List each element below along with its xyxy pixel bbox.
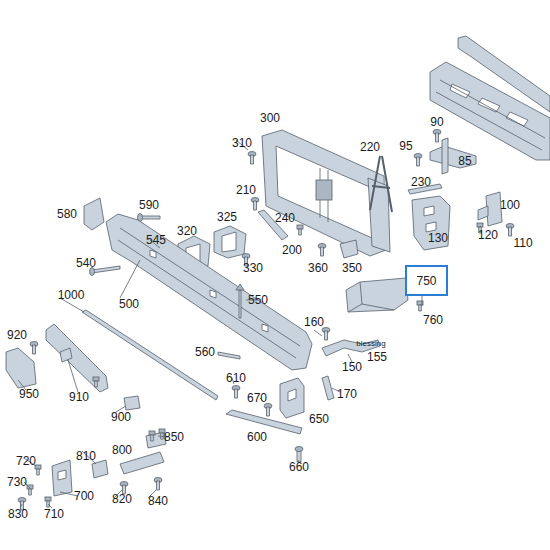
callout-number: 220 — [360, 141, 380, 154]
callout-number: 660 — [289, 461, 309, 474]
callout-number: 550 — [248, 294, 268, 307]
callout-number: 200 — [282, 244, 302, 257]
callout-number: 850 — [164, 431, 184, 444]
callout-number: 600 — [247, 431, 267, 444]
callout-number: 130 — [428, 232, 448, 245]
callout-number: 590 — [139, 199, 159, 212]
callout-number: 750 — [416, 274, 436, 288]
callout-number: 360 — [308, 262, 328, 275]
callout-number: 610 — [226, 372, 246, 385]
callout-number: 1000 — [58, 289, 85, 302]
callout-number: 710 — [44, 508, 64, 521]
callout-number: 545 — [146, 234, 166, 247]
callout-number: 950 — [19, 388, 39, 401]
callout-number: 100 — [500, 199, 520, 212]
callout-number: 500 — [119, 298, 139, 311]
callout-number: 300 — [260, 112, 280, 125]
callout-number: 240 — [275, 212, 295, 225]
callout-number: 210 — [236, 184, 256, 197]
callout-number: 830 — [8, 508, 28, 521]
callout-number: 820 — [112, 493, 132, 506]
callout-number: 155 — [367, 351, 387, 364]
callout-number: 350 — [342, 262, 362, 275]
callout-number: 85 — [458, 155, 471, 168]
callout-number: 560 — [195, 346, 215, 359]
callout-number: 150 — [342, 361, 362, 374]
callout-number: 760 — [423, 314, 443, 327]
callout-number: 700 — [74, 490, 94, 503]
callout-number: 540 — [76, 257, 96, 270]
callout-number: 650 — [309, 413, 329, 426]
callout-number: 670 — [247, 392, 267, 405]
callout-number: 920 — [7, 329, 27, 342]
callout-number: 810 — [76, 450, 96, 463]
callout-number: 720 — [16, 455, 36, 468]
callout-number: 230 — [411, 176, 431, 189]
callout-number: 840 — [148, 495, 168, 508]
callout-number: 90 — [430, 116, 443, 129]
callout-number: 800 — [112, 444, 132, 457]
callout-number: 325 — [217, 211, 237, 224]
callout-number: 730 — [7, 476, 27, 489]
callout-number: blessing — [356, 339, 385, 348]
callout-number: 900 — [111, 411, 131, 424]
highlight-box: 750 — [405, 265, 448, 296]
callout-number: 120 — [478, 229, 498, 242]
callout-number: 580 — [57, 208, 77, 221]
callout-number: 910 — [69, 391, 89, 404]
callout-number: 330 — [243, 262, 263, 275]
callout-number: 310 — [232, 137, 252, 150]
callout-number: 160 — [304, 316, 324, 329]
callout-number: 95 — [399, 140, 412, 153]
callout-number: 170 — [337, 388, 357, 401]
callout-number: 110 — [513, 237, 532, 250]
callout-number: 320 — [177, 225, 197, 238]
